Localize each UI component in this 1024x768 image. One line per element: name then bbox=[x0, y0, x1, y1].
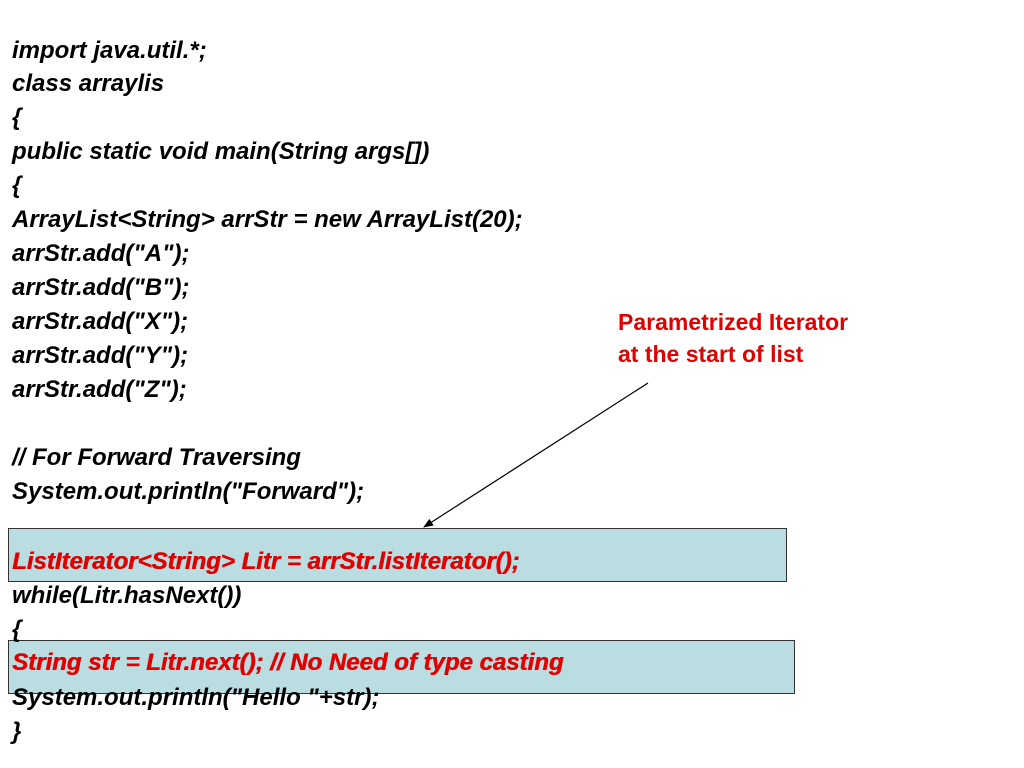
code-line-add-x: arrStr.add("X"); bbox=[12, 308, 189, 335]
code-line-main-signature: public static void main(String args[]) bbox=[12, 138, 430, 165]
code-line-next-call: String str = Litr.next(); // No Need of … bbox=[12, 649, 564, 676]
code-line-print-hello: System.out.println("Hello "+str); bbox=[12, 684, 380, 711]
code-line-list-iterator: ListIterator<String> Litr = arrStr.listI… bbox=[12, 548, 520, 575]
code-line-comment-forward: // For Forward Traversing bbox=[12, 444, 301, 471]
code-line-while: while(Litr.hasNext()) bbox=[12, 582, 242, 609]
code-line-add-a: arrStr.add("A"); bbox=[12, 240, 190, 267]
code-line-open-brace-while: { bbox=[12, 616, 22, 643]
code-line-open-brace-class: { bbox=[12, 104, 22, 131]
code-line-add-b: arrStr.add("B"); bbox=[12, 274, 190, 301]
annotation-arrow-line bbox=[423, 382, 649, 528]
code-line-class: class arraylis bbox=[12, 70, 165, 97]
annotation-line-1: Parametrized Iterator bbox=[618, 309, 849, 335]
annotation-line-2: at the start of list bbox=[618, 341, 804, 367]
code-line-open-brace-main: { bbox=[12, 172, 22, 199]
code-line-arraylist-decl: ArrayList<String> arrStr = new ArrayList… bbox=[12, 206, 523, 233]
code-line-add-y: arrStr.add("Y"); bbox=[12, 342, 189, 369]
code-line-print-forward: System.out.println("Forward"); bbox=[12, 478, 365, 505]
code-line-add-z: arrStr.add("Z"); bbox=[12, 376, 187, 403]
code-line-import: import java.util.*; bbox=[12, 37, 207, 64]
highlight-box-list-iterator bbox=[8, 528, 787, 582]
highlight-box-next-call bbox=[8, 640, 795, 694]
code-line-close-brace: } bbox=[12, 718, 22, 745]
